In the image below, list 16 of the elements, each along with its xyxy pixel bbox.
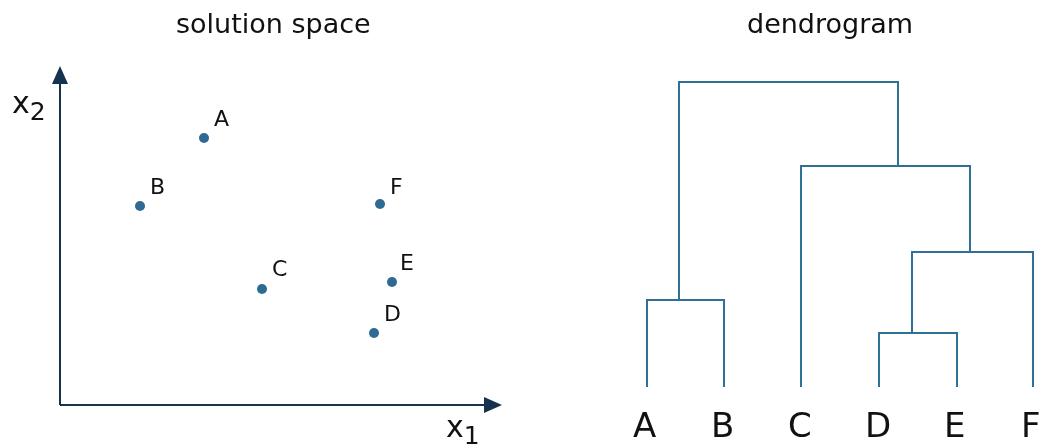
point-label: A bbox=[214, 108, 230, 130]
point-label: E bbox=[400, 252, 414, 274]
chart-title: solution space bbox=[176, 10, 371, 37]
point-label: D bbox=[384, 303, 401, 325]
point-label: C bbox=[272, 258, 288, 280]
leaf-label: C bbox=[788, 408, 812, 442]
point-label: F bbox=[390, 176, 403, 198]
leaf-label: F bbox=[1021, 408, 1041, 442]
axis-label: x$_{1}$ bbox=[446, 412, 480, 448]
chart-title: dendrogram bbox=[747, 10, 914, 37]
leaf-label: E bbox=[944, 408, 966, 442]
leaf-label: B bbox=[711, 408, 735, 442]
axis-label: x$_{2}$ bbox=[12, 88, 46, 124]
leaf-label: A bbox=[633, 408, 657, 442]
leaf-label: D bbox=[865, 408, 892, 442]
point-label: B bbox=[150, 176, 166, 198]
